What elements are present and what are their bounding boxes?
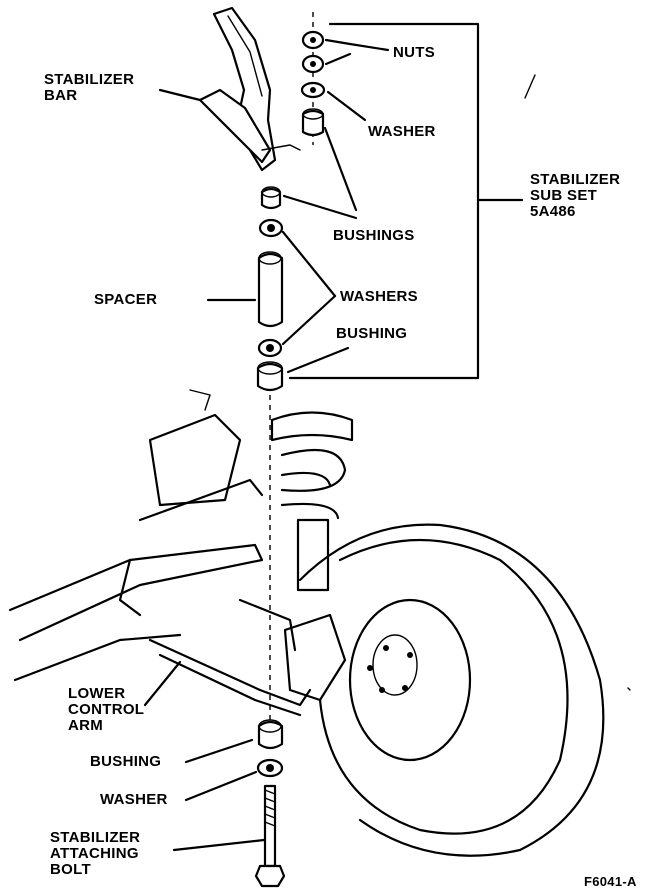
label-washers: WASHERS xyxy=(340,288,418,305)
label-washer-top: WASHER xyxy=(368,123,436,140)
spacer-part xyxy=(257,251,284,328)
leader-lines xyxy=(143,38,390,852)
label-lower-control-arm: LOWER CONTROL ARM xyxy=(68,685,145,734)
bushing-lower-part xyxy=(257,719,284,750)
label-bushing-lower: BUSHING xyxy=(90,753,162,770)
label-stabilizer-bar: STABILIZER BAR xyxy=(44,71,135,104)
label-stabilizer-attaching-bolt: STABILIZER ATTACHING BOLT xyxy=(50,829,141,878)
label-spacer: SPACER xyxy=(94,291,158,308)
mark-a xyxy=(524,74,536,99)
label-nuts: NUTS xyxy=(393,44,436,61)
figure-id: F6041-A xyxy=(584,874,637,889)
washers-lower-part xyxy=(257,338,283,358)
lower-control-arm-part xyxy=(148,638,312,717)
washer-lower-part xyxy=(256,758,284,778)
stabilizer-bar-part xyxy=(198,6,301,172)
strut-assembly xyxy=(270,411,354,592)
label-washer-lower: WASHER xyxy=(100,791,168,808)
attaching-bolt-part xyxy=(254,784,286,888)
mark-b xyxy=(627,687,631,691)
label-stabilizer-sub-set: STABILIZER SUB SET 5A486 xyxy=(530,171,621,220)
label-bushing-upper: BUSHING xyxy=(336,325,408,342)
bushings-part xyxy=(258,186,284,238)
label-bushings: BUSHINGS xyxy=(333,227,415,244)
tire-wheel-part xyxy=(283,523,605,857)
bushing-top-part xyxy=(301,108,325,137)
washer-top-part xyxy=(300,81,326,99)
bushing-upper-part xyxy=(256,361,284,392)
vehicle-body-structure xyxy=(8,389,297,682)
nuts-part xyxy=(301,30,325,74)
